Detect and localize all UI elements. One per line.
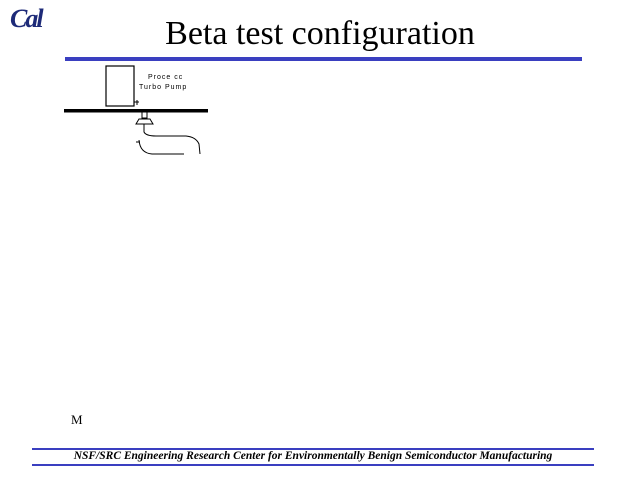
exhaust-line <box>143 124 201 155</box>
marker-m: M <box>71 412 83 427</box>
exhaust-loop <box>138 139 184 155</box>
footer-rule-bottom <box>32 464 594 466</box>
chamber-bar <box>64 109 208 113</box>
turbo-pump-box <box>105 65 135 107</box>
valve-body <box>135 118 154 125</box>
pump-label-line2: Turbo Pump <box>139 84 188 91</box>
valve-stem <box>141 111 148 119</box>
pump-label-line1: Proce cc <box>148 74 184 81</box>
footer-text: NSF/SRC Engineering Research Center for … <box>73 450 553 462</box>
cal-logo: Cal <box>10 4 44 33</box>
slide-title: Beta test configuration <box>165 15 475 52</box>
footer-rule-top <box>32 448 594 450</box>
title-underline <box>65 57 582 61</box>
turbo-pump-label: Proce cc Turbo Pump <box>139 73 187 93</box>
